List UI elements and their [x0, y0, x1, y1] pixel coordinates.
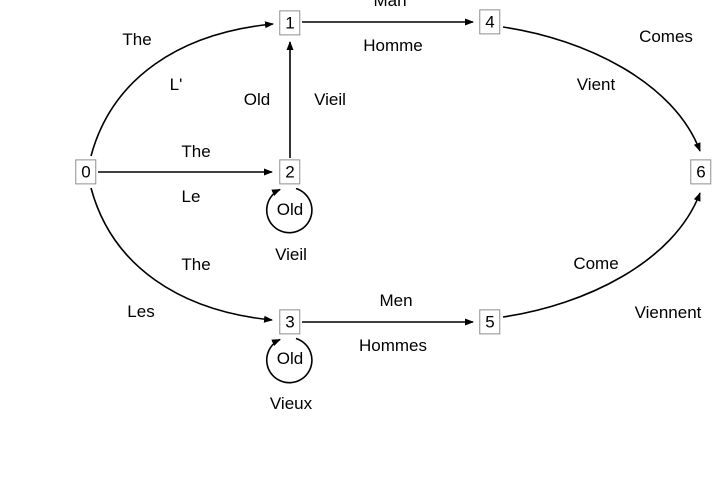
- edge-3-3-english-label: Old: [276, 349, 304, 368]
- edge-2-2-english-label: Old: [276, 200, 304, 219]
- edge-3-5-french-label: Hommes: [358, 336, 428, 355]
- edge-3-3-self-loop: [265, 337, 313, 384]
- edge-5-6-english-label: Come: [573, 254, 619, 273]
- node-5: 5: [479, 309, 501, 335]
- edge-0-1: [90, 21, 274, 157]
- edge-4-6-english-label: Comes: [639, 27, 693, 46]
- edge-0-2-french-label: Le: [181, 187, 201, 206]
- edge-2-2-self-loop: [265, 187, 313, 234]
- edge-2-2-french-label: Vieil: [275, 245, 307, 264]
- edge-1-4-english-label: Man: [373, 0, 407, 10]
- edge-3-3-french-label: Vieux: [269, 394, 313, 413]
- edge-5-6: [502, 192, 701, 318]
- node-2: 2: [279, 159, 301, 185]
- edge-3-5-english-label: Men: [379, 291, 413, 310]
- edge-0-3-french-label: Les: [127, 302, 155, 321]
- edge-2-1-english-label: Old: [243, 90, 271, 109]
- node-0: 0: [75, 159, 97, 185]
- edge-0-2-english-label: The: [181, 142, 211, 161]
- node-4: 4: [479, 9, 501, 35]
- edge-0-1-english-label: The: [122, 30, 152, 49]
- edge-4-6-french-label: Vient: [576, 75, 616, 94]
- edge-4-6: [502, 26, 701, 152]
- node-1: 1: [279, 10, 301, 36]
- edge-0-1-french-label: L': [169, 75, 183, 94]
- node-6: 6: [690, 159, 712, 185]
- node-3: 3: [279, 309, 301, 335]
- edge-0-3-english-label: The: [181, 255, 211, 274]
- edge-2-1-french-label: Vieil: [314, 90, 346, 109]
- edge-1-4-french-label: Homme: [363, 36, 423, 55]
- edge-5-6-french-label: Viennent: [634, 303, 702, 322]
- edge-0-3: [90, 187, 273, 323]
